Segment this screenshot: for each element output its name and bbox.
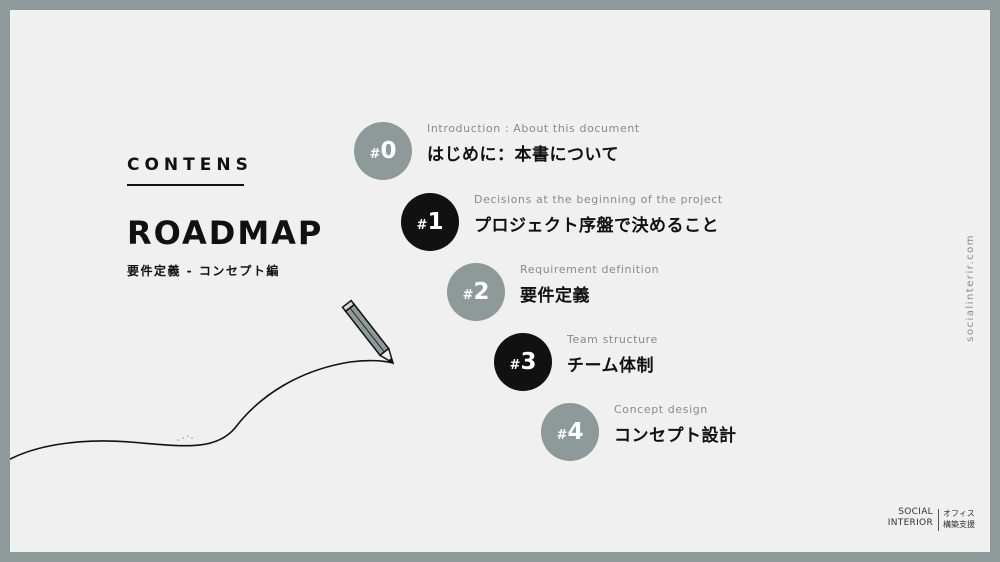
roadmap-number-badge: #3 bbox=[494, 333, 552, 391]
roadmap-item-english: Decisions at the beginning of the projec… bbox=[474, 193, 723, 206]
roadmap-number-badge: #4 bbox=[541, 403, 599, 461]
page-title: ROADMAP bbox=[127, 214, 324, 252]
roadmap-item-title: 要件定義 bbox=[520, 286, 590, 306]
roadmap-item-title: チーム体制 bbox=[567, 356, 654, 376]
pencil-drawn-line bbox=[10, 359, 394, 461]
pencil-drawing bbox=[10, 299, 395, 461]
slide: CONTENS ROADMAP 要件定義 - コンセプト編 #0 Introdu… bbox=[10, 10, 990, 552]
roadmap-item-english: Introduction : About this document bbox=[427, 122, 640, 135]
website-url: socialinterir.com bbox=[965, 234, 976, 342]
contents-underline bbox=[127, 184, 244, 186]
logo-japanese: オフィス 構築支援 bbox=[943, 509, 975, 529]
roadmap-item-title: コンセプト設計 bbox=[614, 426, 737, 446]
logo-wordmark: SOCIAL INTERIOR bbox=[887, 507, 933, 528]
roadmap-number-badge: #1 bbox=[401, 193, 459, 251]
roadmap-item-english: Team structure bbox=[567, 333, 658, 346]
roadmap-number-badge: #0 bbox=[354, 122, 412, 180]
sketch-dots bbox=[177, 435, 193, 441]
roadmap-item-title: はじめに：本書について bbox=[427, 145, 619, 165]
roadmap-item-title: プロジェクト序盤で決めること bbox=[474, 216, 719, 236]
roadmap-item-english: Requirement definition bbox=[520, 263, 660, 276]
logo-divider bbox=[938, 509, 939, 531]
roadmap-number-badge: #2 bbox=[447, 263, 505, 321]
page-subtitle: 要件定義 - コンセプト編 bbox=[127, 264, 280, 278]
roadmap-item-english: Concept design bbox=[614, 403, 708, 416]
contents-label: CONTENS bbox=[127, 155, 253, 175]
pencil-icon bbox=[341, 299, 395, 365]
